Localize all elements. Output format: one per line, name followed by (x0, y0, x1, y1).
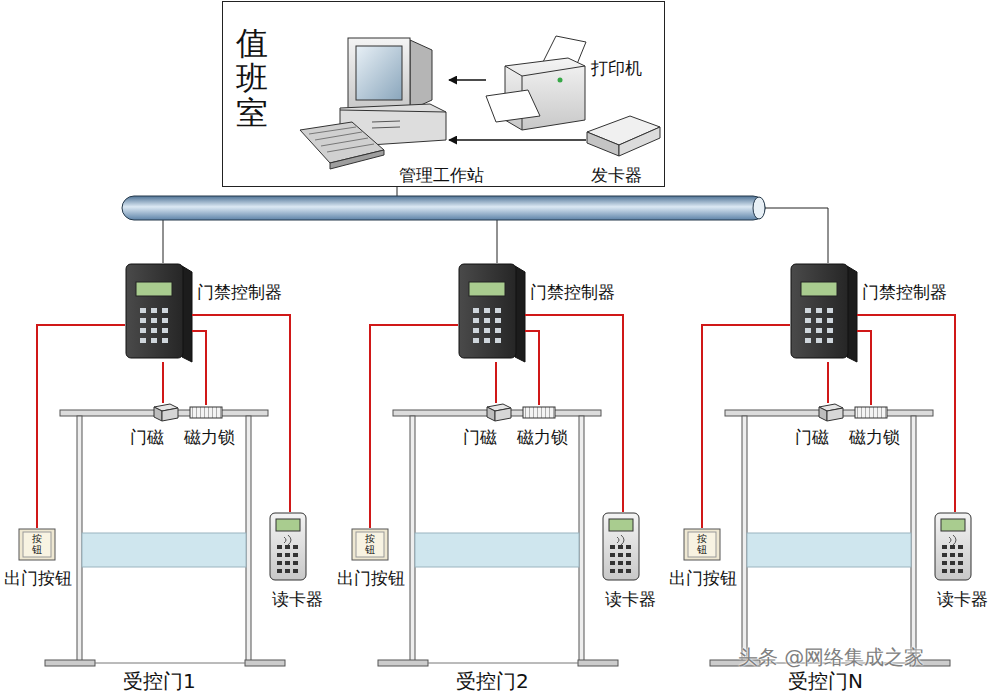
exit-button-label: 出门按钮 (669, 568, 737, 588)
signal-wire (857, 315, 955, 512)
magnetic-lock: 磁力锁 (855, 405, 887, 420)
controlled-door: 受控门2门磁磁力锁 (378, 406, 618, 699)
magnetic-lock: 磁力锁 (523, 405, 555, 420)
printer-icon (505, 66, 522, 76)
exit-button: 按钮出门按钮 (683, 528, 721, 561)
card-reader-label: 读卡器 (272, 589, 323, 609)
door-contact: 门磁 (485, 403, 512, 422)
door-contact-label: 门磁 (795, 427, 829, 447)
network-lines (497, 220, 498, 263)
printer-icon (522, 66, 585, 76)
card-issuer-icon (587, 132, 619, 156)
exit-button: 按钮出门按钮 (351, 528, 389, 561)
card-reader: 读卡器 (933, 512, 973, 582)
exit-button: 按钮出门按钮 (18, 528, 56, 561)
workstation-icon (330, 150, 384, 169)
workstation: 管理工作站 (299, 31, 449, 171)
workstation-icon (321, 138, 368, 146)
signal-wire (857, 331, 871, 405)
magnetic-lock-label: 磁力锁 (184, 427, 235, 447)
workstation-icon (372, 127, 400, 128)
access-controller: 门禁控制器 (458, 262, 525, 362)
exit-button-label: 按钮 (365, 533, 375, 555)
door-set (684, 264, 971, 666)
workstation-icon (340, 110, 446, 112)
signal-wire (370, 325, 458, 528)
workstation-icon (410, 40, 432, 110)
network-lines (163, 220, 164, 263)
signal-wire (162, 362, 164, 403)
workstation-icon (372, 121, 400, 122)
door-set (352, 264, 639, 666)
printer-icon (486, 36, 586, 130)
access-controller-label: 门禁控制器 (197, 282, 282, 302)
access-controller: 门禁控制器 (125, 262, 192, 362)
workstation-icon (309, 127, 374, 152)
exit-button-label: 出门按钮 (337, 568, 405, 588)
exit-button-label: 按钮 (32, 533, 42, 555)
watermark: 头条 @网络集成之家 (738, 645, 924, 669)
controlled-door-label: 受控门N (788, 669, 863, 693)
door-contact: 门磁 (817, 403, 844, 422)
signal-wire (525, 315, 623, 512)
network-bus (122, 196, 765, 220)
workstation-icon (300, 38, 446, 169)
workstation-icon (356, 46, 402, 100)
card-issuer-icon (619, 127, 660, 156)
door-contact: 门磁 (152, 403, 179, 422)
arrow-connector (449, 79, 486, 81)
printer: 打印机 (486, 34, 586, 134)
arrow-connector (449, 139, 586, 141)
controlled-door-label: 受控门1 (123, 669, 196, 693)
door-contact-label: 门磁 (130, 427, 164, 447)
signal-wire (702, 325, 790, 528)
access-controller-label: 门禁控制器 (530, 282, 615, 302)
magnetic-lock: 磁力锁 (190, 405, 222, 420)
workstation-icon (348, 38, 410, 110)
network-bus-end (753, 197, 765, 219)
room-box-label: 值班室 (236, 26, 268, 132)
workstation-label: 管理工作站 (399, 165, 484, 185)
controlled-door: 受控门1门磁磁力锁 (45, 406, 285, 699)
card-reader: 读卡器 (268, 512, 308, 582)
workstation-icon (327, 144, 374, 152)
exit-button-label: 出门按钮 (4, 568, 72, 588)
printer-icon (486, 90, 540, 122)
card-issuer-label: 发卡器 (591, 165, 642, 185)
signal-wire (192, 331, 206, 405)
printer-icon (558, 78, 563, 83)
room-box: 值班室管理工作站打印机发卡器 (222, 1, 665, 187)
exit-button-label: 按钮 (697, 533, 707, 555)
card-reader-label: 读卡器 (937, 589, 988, 609)
signal-wire (495, 362, 497, 403)
card-issuer: 发卡器 (586, 114, 661, 162)
access-controller-label: 门禁控制器 (862, 282, 947, 302)
magnetic-lock-label: 磁力锁 (849, 427, 900, 447)
signal-wire (525, 331, 539, 405)
network-lines (765, 208, 828, 263)
workstation-icon (309, 127, 356, 134)
card-reader: 读卡器 (601, 512, 641, 582)
magnetic-lock-label: 磁力锁 (517, 427, 568, 447)
access-controller: 门禁控制器 (790, 262, 857, 362)
signal-wire (37, 325, 125, 528)
printer-label: 打印机 (591, 58, 642, 78)
controlled-door-label: 受控门2 (456, 669, 529, 693)
card-reader-label: 读卡器 (605, 589, 656, 609)
signal-wire (192, 315, 290, 512)
signal-wire (827, 362, 829, 403)
workstation-icon (315, 132, 362, 140)
card-issuer-icon (587, 116, 660, 156)
door-set (19, 264, 306, 666)
door-contact-label: 门磁 (463, 427, 497, 447)
